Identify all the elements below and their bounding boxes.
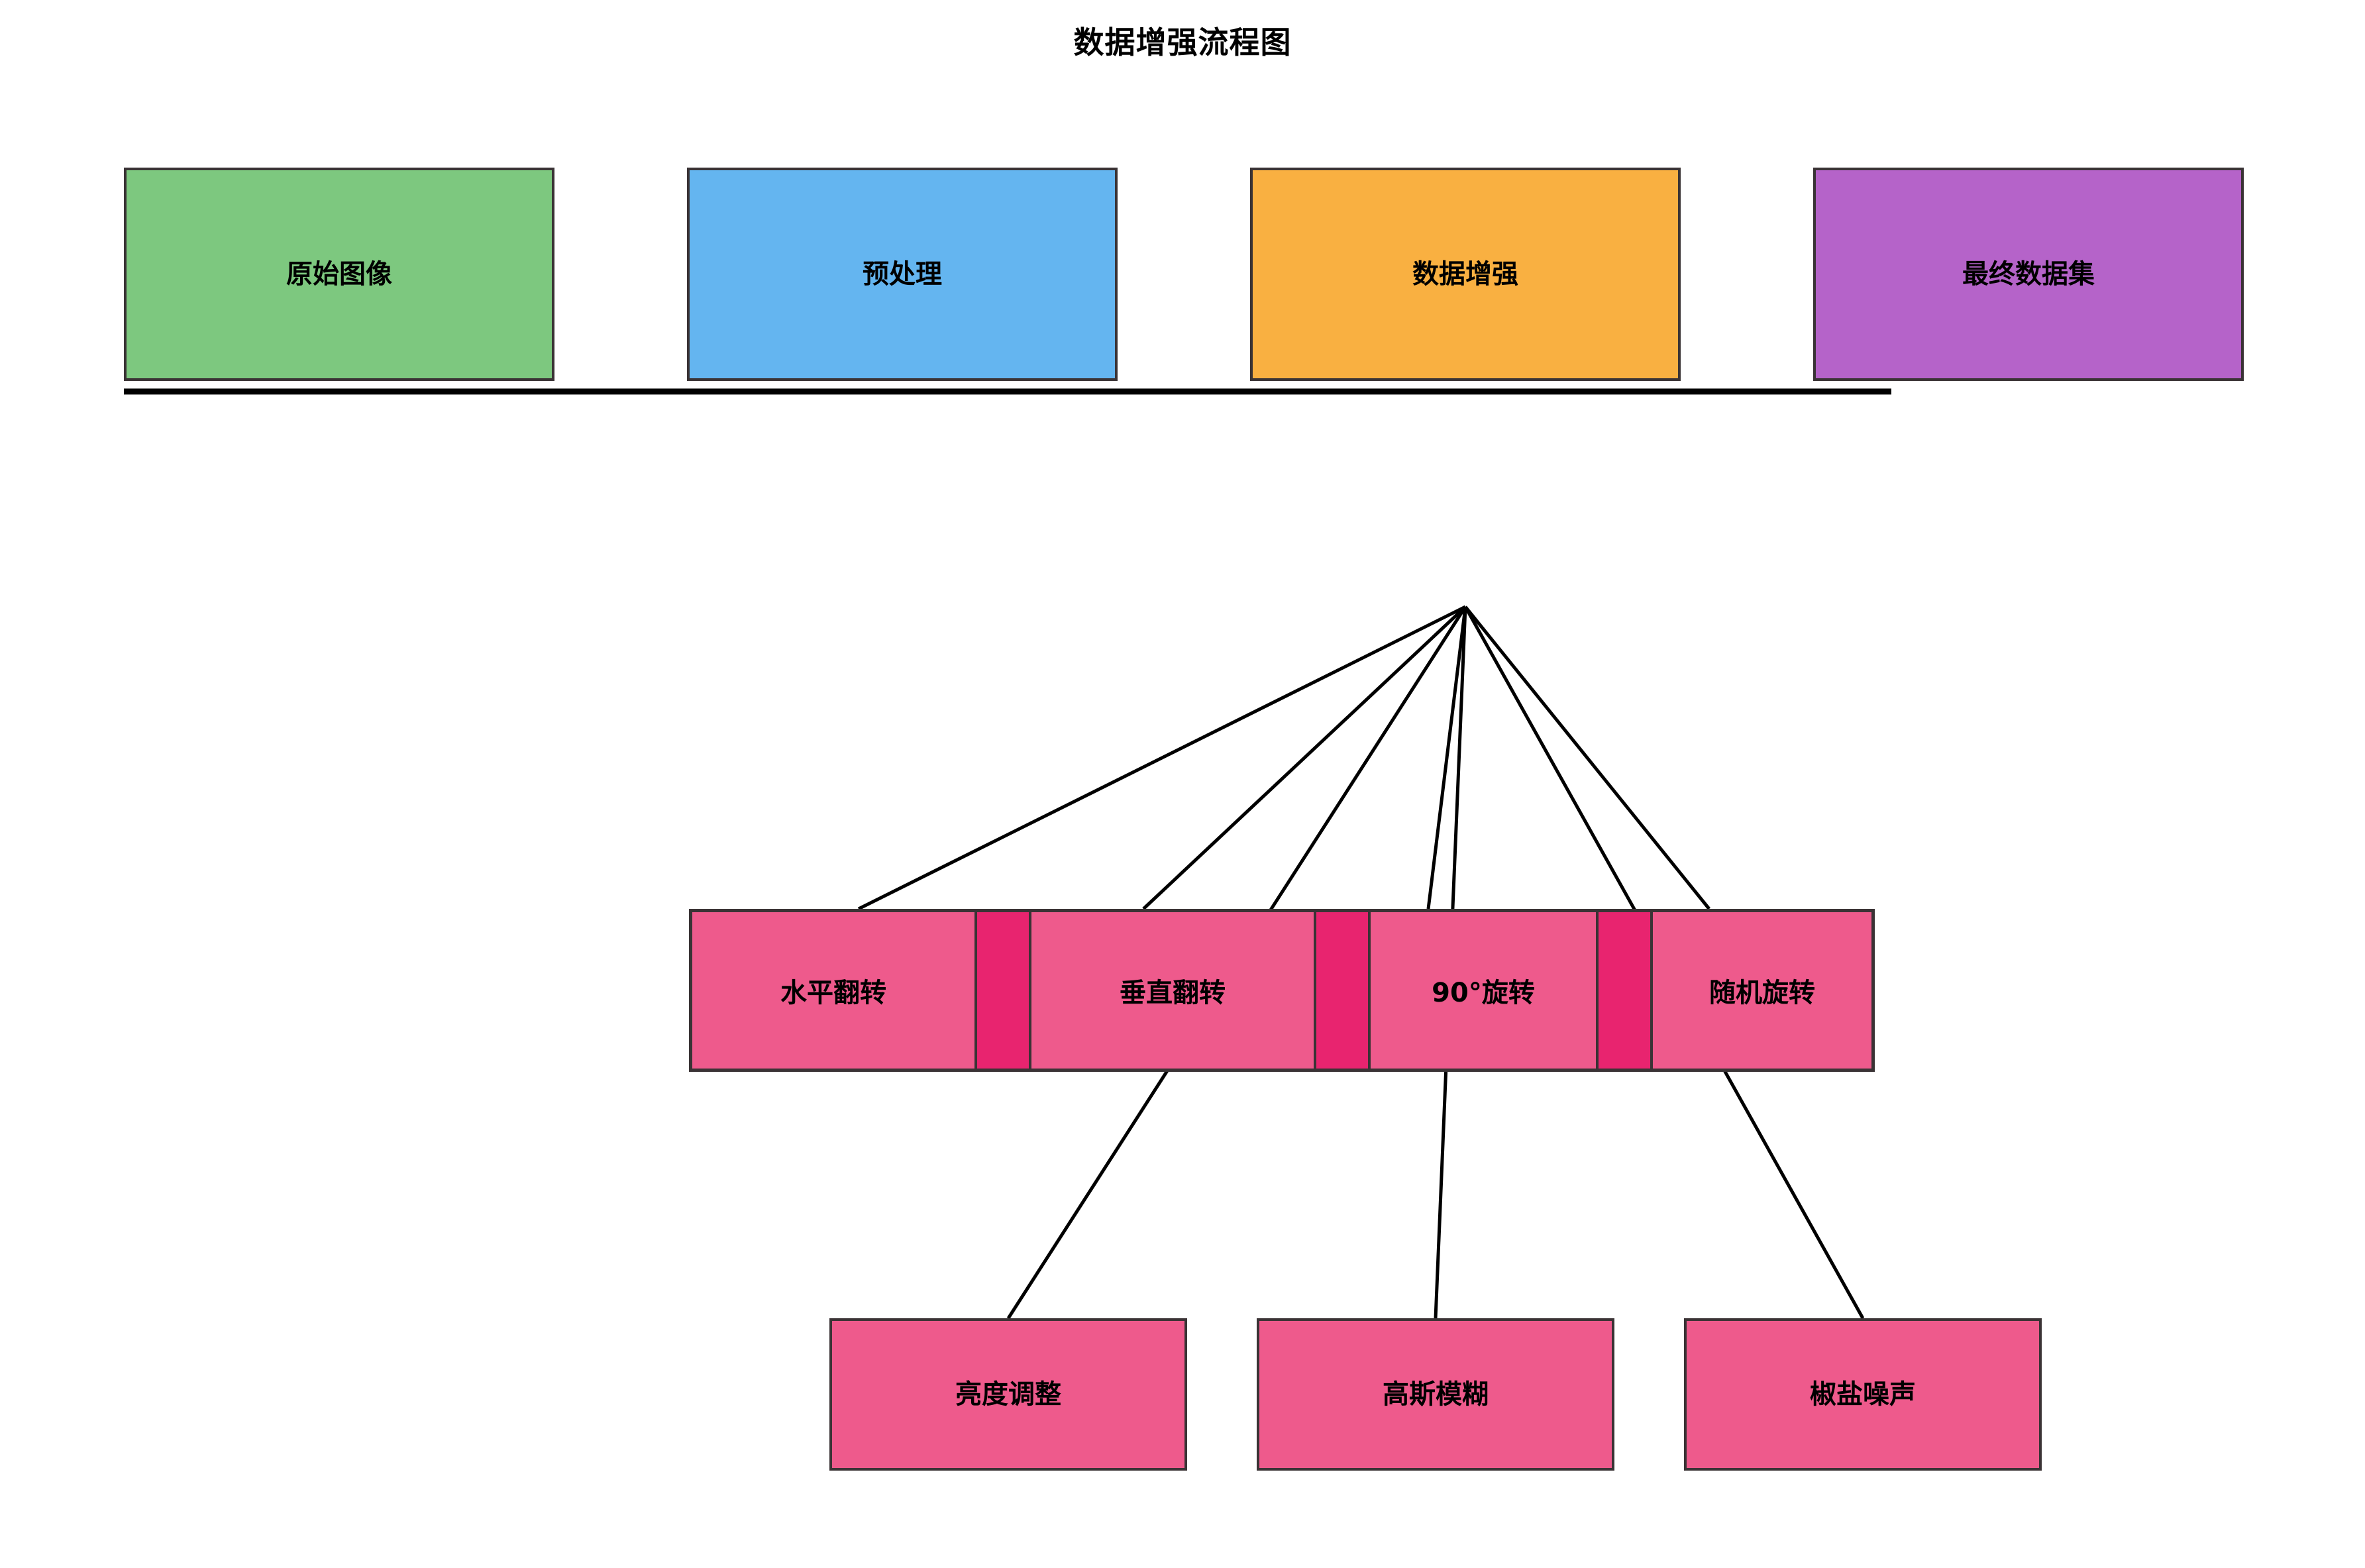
edge-fan-origin-to-horizontal-flip xyxy=(857,605,1467,911)
page-title: 数据增强流程图 xyxy=(1073,25,1292,60)
band-label-vertical-flip: 垂直翻转 xyxy=(1120,978,1226,1008)
band-segment-horizontal-flip[interactable]: 水平翻转 xyxy=(692,912,974,1069)
stage-label-final-dataset: 最终数据集 xyxy=(1962,259,2095,289)
band-label-random-rotate: 随机旋转 xyxy=(1709,978,1815,1008)
leaf-box-gaussian-blur[interactable]: 高斯模糊 xyxy=(1257,1318,1614,1471)
edge-fan-origin-to-rotate-90 xyxy=(1426,606,1467,910)
stage-label-original-image: 原始图像 xyxy=(286,259,392,289)
band-segment-vertical-flip[interactable]: 垂直翻转 xyxy=(1031,912,1314,1069)
band-label-horizontal-flip: 水平翻转 xyxy=(780,978,886,1008)
leaf-label-brightness-adjust: 亮度调整 xyxy=(955,1379,1061,1410)
band-divider-divider-1 xyxy=(974,912,1031,1069)
leaf-label-salt-pepper-noise: 椒盐噪声 xyxy=(1810,1379,1916,1410)
edge-fan-origin-to-vertical-flip xyxy=(1142,605,1467,910)
band-divider-divider-3 xyxy=(1596,912,1653,1069)
stage-label-preprocess: 预处理 xyxy=(863,259,942,289)
leaf-label-gaussian-blur: 高斯模糊 xyxy=(1383,1379,1489,1410)
band-segment-random-rotate[interactable]: 随机旋转 xyxy=(1653,912,1871,1069)
leaf-box-brightness-adjust[interactable]: 亮度调整 xyxy=(829,1318,1187,1471)
leaf-box-salt-pepper-noise[interactable]: 椒盐噪声 xyxy=(1684,1318,2042,1471)
stage-box-preprocess[interactable]: 预处理 xyxy=(687,168,1118,381)
edge-fan-origin-to-random-rotate xyxy=(1464,605,1710,910)
stage-box-final-dataset[interactable]: 最终数据集 xyxy=(1813,168,2244,381)
augmentation-method-band: 水平翻转 垂直翻转 90°旋转 随机旋转 xyxy=(689,909,1875,1072)
band-segment-rotate-90[interactable]: 90°旋转 xyxy=(1371,912,1596,1069)
band-divider-divider-2 xyxy=(1314,912,1371,1069)
stage-label-augment: 数据增强 xyxy=(1412,259,1518,289)
band-label-rotate-90: 90°旋转 xyxy=(1432,978,1535,1008)
stage-box-original-image[interactable]: 原始图像 xyxy=(124,168,554,381)
stage-box-augment[interactable]: 数据增强 xyxy=(1250,168,1681,381)
